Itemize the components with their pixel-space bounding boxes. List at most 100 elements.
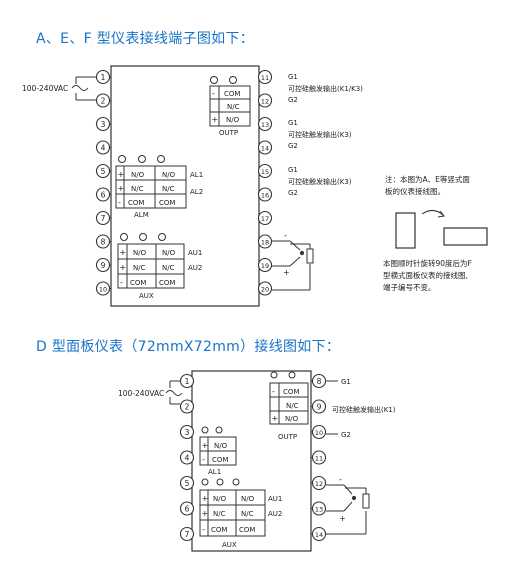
d-al1-block: + - N/O COM AL1 [199,426,237,476]
svg-text:G2: G2 [288,189,298,197]
svg-text:N/C: N/C [133,264,146,272]
terminal-number: 11 [315,455,323,463]
terminal-12 [257,93,273,108]
svg-text:可控硅触发输出(K1): 可控硅触发输出(K1) [332,405,396,414]
terminal-5 [95,163,111,179]
terminal-8 [311,373,327,389]
terminal-3 [95,116,111,132]
terminal-8 [95,234,111,249]
aef-alm-label: ALM [134,211,149,219]
svg-text:N/C: N/C [227,103,240,111]
svg-text:G1: G1 [341,378,351,386]
svg-text:+: + [339,514,346,523]
terminal-15 [257,163,273,179]
terminal-11 [257,69,273,85]
svg-text:COM: COM [283,388,299,396]
aef-au1-label: AU1 [188,249,202,257]
terminal-number: 19 [261,262,269,270]
terminal-number: 5 [185,479,190,488]
terminal-11 [311,450,327,465]
terminal-7 [179,526,195,542]
terminal-4 [179,450,195,465]
d-scr-labels: G1 可控硅触发输出(K1) G2 [326,378,396,439]
terminal-5 [179,475,195,491]
svg-text:N/O: N/O [214,442,228,450]
terminal-3 [179,424,195,440]
svg-text:G2: G2 [341,431,351,439]
terminal-number: 1 [185,377,190,386]
terminal-number: 4 [185,454,190,463]
terminal-2 [95,93,111,108]
terminal-number: 13 [315,506,323,514]
svg-text:N/C: N/C [162,185,175,193]
svg-text:N/C: N/C [131,185,144,193]
svg-text:可控硅触发输出(K1/K3): 可控硅触发输出(K1/K3) [288,84,363,93]
terminal-12 [311,475,327,491]
terminal-13 [257,116,273,132]
svg-text:N/O: N/O [162,249,176,257]
terminal-10 [311,424,327,440]
terminal-number: 13 [261,121,269,129]
d-aux-block: + + - N/O N/O N/C N/C COM COM AUX AU1 AU… [199,478,282,549]
terminal-number: 9 [317,403,322,412]
terminal-20 [257,281,273,296]
d-ac-symbol [165,390,183,396]
svg-text:+: + [120,248,127,257]
svg-text:+: + [212,115,219,124]
svg-text:COM: COM [224,90,240,98]
svg-text:本图顺时针旋转90度后为F: 本图顺时针旋转90度后为F [383,258,472,268]
terminal-number: 10 [315,429,323,437]
svg-text:N/C: N/C [286,402,299,410]
svg-text:N/O: N/O [133,249,147,257]
svg-text:COM: COM [211,526,227,534]
svg-text:板的仪表接线图。: 板的仪表接线图。 [385,186,445,196]
terminal-number: 14 [315,531,323,539]
terminal-number: 11 [261,74,269,82]
svg-text:COM: COM [159,199,175,207]
terminal-number: 12 [261,98,269,106]
svg-text:G2: G2 [288,142,298,150]
heading-d-wiring: D 型面板仪表（72mmX72mm）接线图如下： [36,339,341,355]
svg-text:端子编号不变。: 端子编号不变。 [383,282,436,292]
svg-text:+: + [202,494,209,503]
svg-text:型横式面板仪表的接线图,: 型横式面板仪表的接线图, [383,270,468,280]
d-housing [191,370,312,552]
aef-outp-block: - + COM N/C N/O OUTP [209,76,251,137]
svg-text:COM: COM [128,199,144,207]
d-al1-label: AL1 [208,468,221,476]
d-power-label: 100-240VAC [118,389,164,398]
aef-scr-labels: G1 可控硅触发输出(K1/K3) G2 G1 可控硅触发输出(K3) G2 G… [288,73,363,197]
svg-text:N/O: N/O [241,495,255,503]
terminal-number: 16 [261,192,269,200]
d-outp-label: OUTP [278,433,297,441]
terminal-9 [95,257,111,273]
terminal-1 [179,373,195,389]
terminal-17 [257,210,273,226]
svg-text:N/O: N/O [285,415,299,423]
svg-text:可控硅触发输出(K3): 可控硅触发输出(K3) [288,177,352,186]
terminal-number: 7 [185,530,190,539]
aef-au2-label: AU2 [188,264,202,272]
d-outp-block: - + COM N/C N/O OUTP [269,371,309,441]
terminal-number: 15 [261,168,269,176]
svg-text:-: - [284,231,287,240]
svg-text:+: + [202,509,209,518]
svg-text:-: - [118,198,121,207]
svg-text:-: - [212,89,215,98]
svg-text:+: + [118,170,125,179]
terminal-number: 2 [185,403,190,412]
terminal-16 [257,187,273,202]
vertical-panel-icon [395,212,416,249]
d-aux-label: AUX [222,541,237,549]
terminal-10 [95,281,111,296]
terminal-number: 1 [101,73,106,82]
terminal-6 [179,501,195,516]
aef-outp-label: OUTP [219,129,238,137]
aef-power-label: 100-240VAC [22,84,68,93]
aef-al2-label: AL2 [190,188,203,196]
terminal-number: 4 [101,144,106,153]
terminal-number: 8 [317,377,322,386]
terminal-number: 6 [101,191,106,200]
